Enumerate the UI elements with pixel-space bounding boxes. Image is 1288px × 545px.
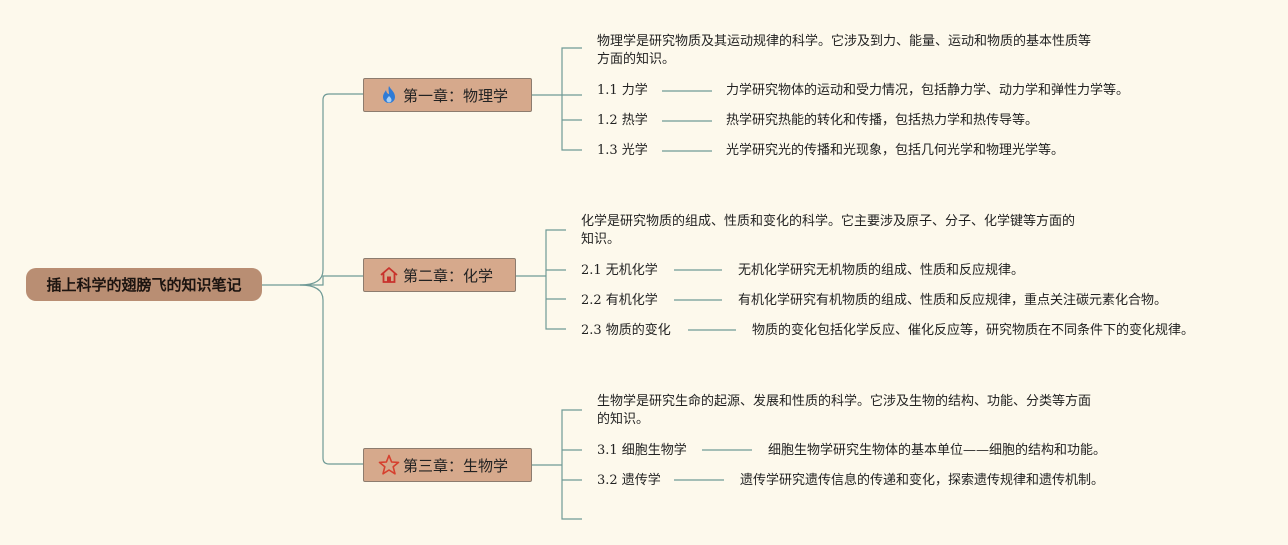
chapter-title: 第三章：生物学 (403, 456, 509, 475)
section-description[interactable]: 热学研究热能的转化和传播，包括热力学和热传导等。 (726, 113, 1039, 128)
flame-icon (378, 84, 400, 106)
section-description[interactable]: 遗传学研究遗传信息的传递和变化，探索遗传规律和遗传机制。 (740, 473, 1105, 488)
chapter-physics[interactable]: 第一章：物理学 (363, 78, 532, 112)
section-label[interactable]: 2.2 有机化学 (581, 293, 658, 308)
section-label[interactable]: 2.3 物质的变化 (581, 323, 671, 338)
section-description[interactable]: 物质的变化包括化学反应、催化反应等，研究物质在不同条件下的变化规律。 (752, 323, 1195, 338)
chapter-intro: 物理学是研究物质及其运动规律的科学。它涉及到力、能量、运动和物质的基本性质等方面… (597, 34, 1092, 67)
chapter-biology[interactable]: 第三章：生物学 (363, 448, 532, 482)
section-description[interactable]: 有机化学研究有机物质的组成、性质和反应规律，重点关注碳元素化合物。 (738, 293, 1168, 308)
section-description[interactable]: 光学研究光的传播和光现象，包括几何光学和物理光学等。 (726, 143, 1065, 158)
section-label[interactable]: 1.1 力学 (597, 83, 648, 98)
section-label[interactable]: 2.1 无机化学 (581, 263, 658, 278)
section-description[interactable]: 无机化学研究无机物质的组成、性质和反应规律。 (738, 263, 1025, 278)
section-label[interactable]: 3.2 遗传学 (597, 473, 661, 488)
root-topic[interactable]: 插上科学的翅膀飞的知识笔记 (26, 268, 262, 301)
section-label[interactable]: 1.3 光学 (597, 143, 648, 158)
chapter-intro: 化学是研究物质的组成、性质和变化的科学。它主要涉及原子、分子、化学键等方面的知识… (581, 214, 1076, 247)
chapter-chemistry[interactable]: 第二章：化学 (363, 258, 516, 292)
section-label[interactable]: 3.1 细胞生物学 (597, 443, 687, 458)
chapter-title: 第一章：物理学 (403, 86, 509, 105)
chapter-title: 第二章：化学 (403, 266, 494, 285)
star-icon (378, 454, 400, 476)
section-description[interactable]: 细胞生物学研究生物体的基本单位——细胞的结构和功能。 (768, 443, 1107, 458)
home-icon (378, 264, 400, 286)
section-label[interactable]: 1.2 热学 (597, 113, 648, 128)
chapter-intro: 生物学是研究生命的起源、发展和性质的科学。它涉及生物的结构、功能、分类等方面的知… (597, 394, 1092, 427)
section-description[interactable]: 力学研究物体的运动和受力情况，包括静力学、动力学和弹性力学等。 (726, 83, 1130, 98)
root-title: 插上科学的翅膀飞的知识笔记 (46, 276, 242, 294)
